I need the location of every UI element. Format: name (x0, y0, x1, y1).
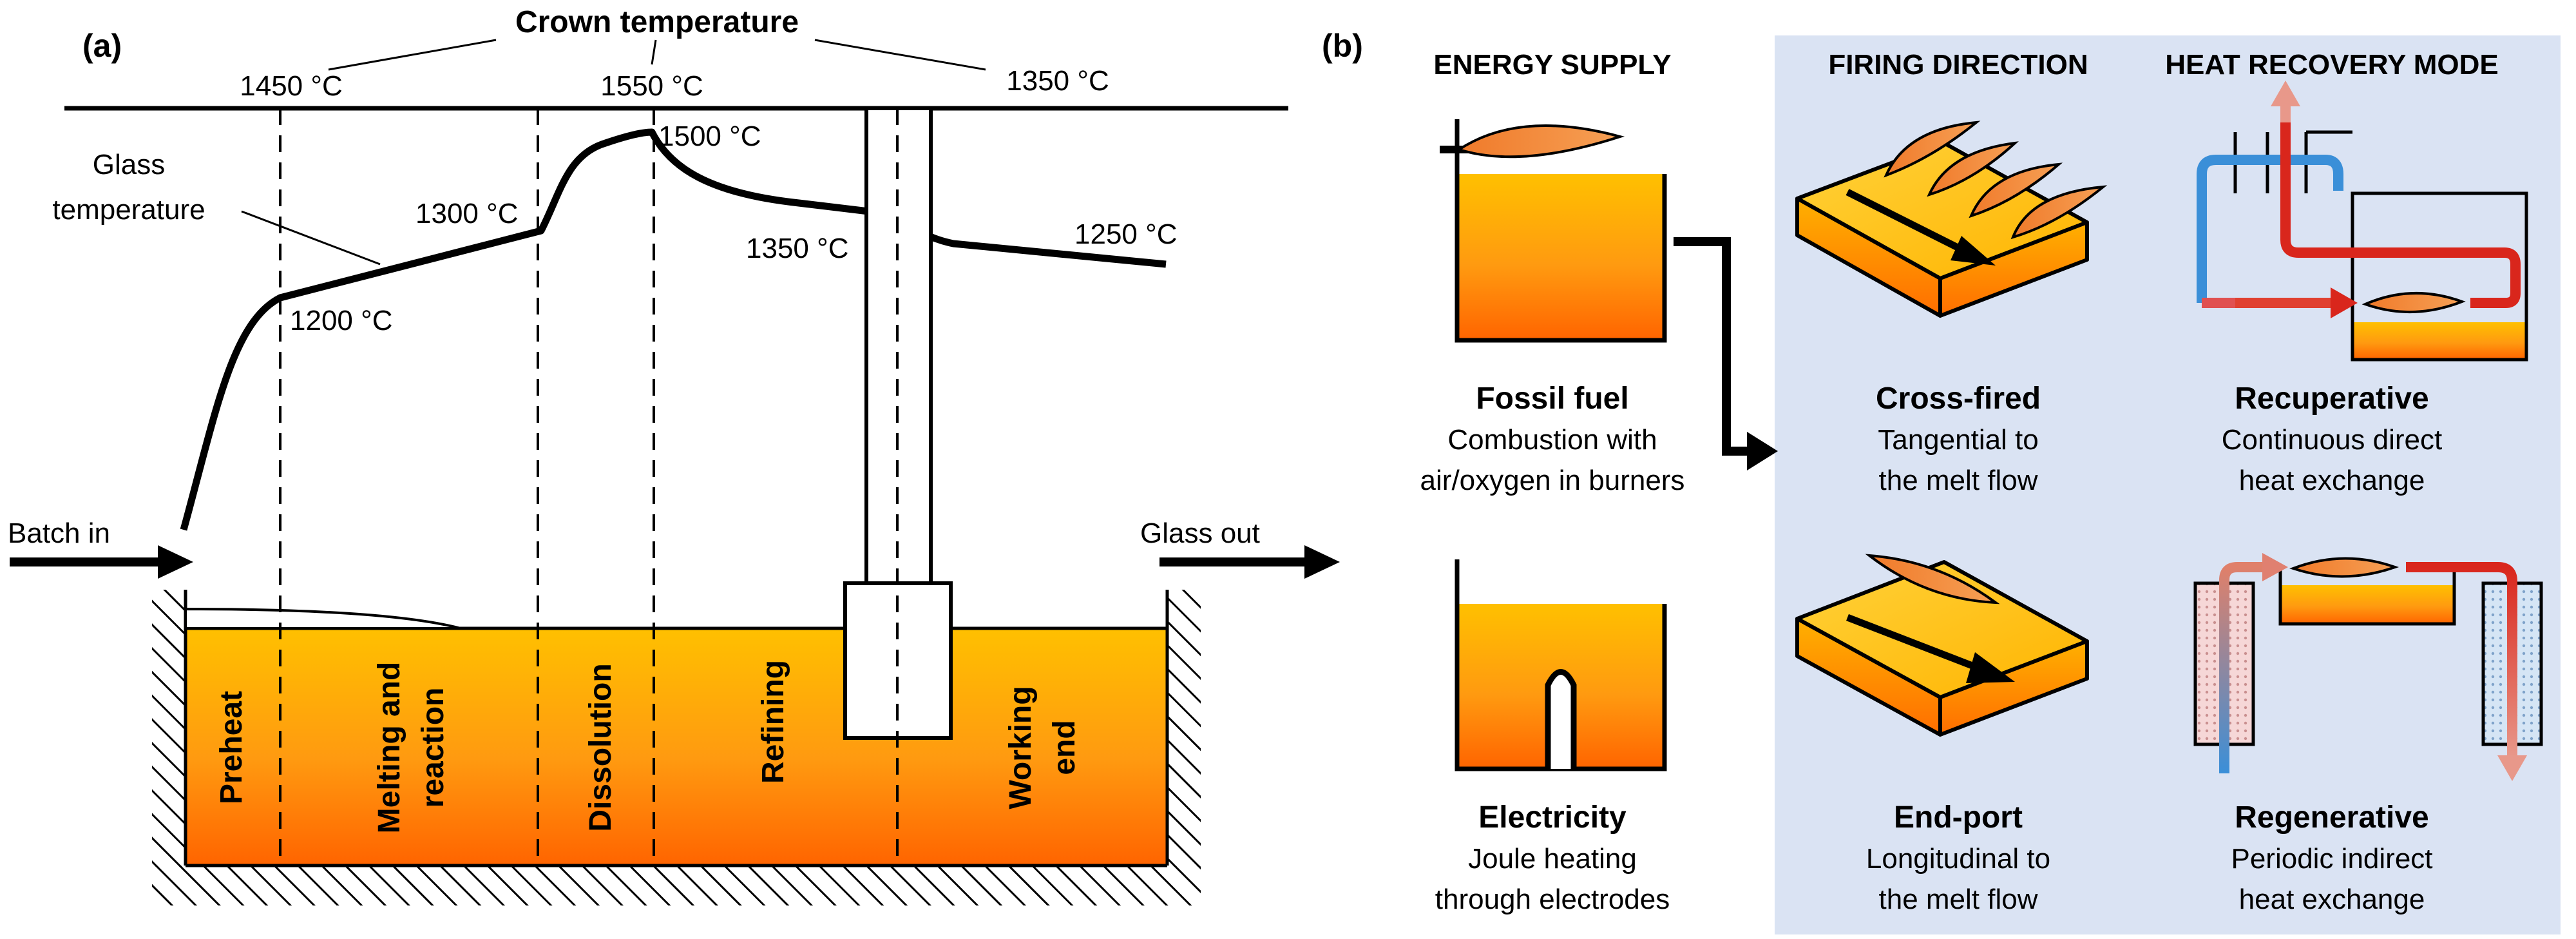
electricity-desc-1: Joule heating (1468, 843, 1637, 875)
cross-fired-desc-1: Tangential to (1878, 424, 2039, 456)
zone-refining: Refining (756, 660, 790, 784)
glass-temp-label-1: Glass (93, 149, 165, 180)
glass-temp-label-2: temperature (52, 194, 205, 226)
panel-a-label: (a) (82, 28, 122, 64)
glass-temp-1300: 1300 °C (415, 198, 518, 229)
zone-dissolution: Dissolution (584, 663, 618, 831)
panel-b: (b) ENERGY SUPPLY FIRING DIRECTION HEAT … (1322, 28, 2561, 934)
crown-pointer-right (814, 39, 986, 71)
glass-temp-1200: 1200 °C (290, 305, 392, 336)
energy-to-firing-arrow (1674, 237, 1749, 456)
glass-melt (186, 628, 1167, 866)
zone-separators (279, 108, 899, 866)
batch-in-arrowhead (158, 545, 193, 579)
glass-out-label: Glass out (1140, 518, 1260, 549)
end-port-title: End-port (1894, 800, 2023, 835)
fossil-fuel-desc-1: Combustion with (1447, 424, 1657, 456)
panel-b-label: (b) (1322, 28, 1363, 64)
cross-fired-icon (1795, 121, 2108, 318)
zone-melting-2: reaction (416, 688, 450, 808)
header-heat-recovery: HEAT RECOVERY MODE (2165, 49, 2498, 81)
regenerative-desc-2: heat exchange (2239, 884, 2425, 915)
glass-temp-pointer (241, 210, 381, 266)
batch-blanket (184, 607, 461, 630)
header-energy-supply: ENERGY SUPPLY (1433, 49, 1671, 81)
riser-stack (864, 106, 933, 587)
electricity-icon (1455, 559, 1667, 771)
end-port-desc-2: the melt flow (1879, 884, 2038, 915)
right-wall (1167, 590, 1201, 867)
regenerative-title: Regenerative (2235, 800, 2428, 835)
zone-working-2: end (1047, 720, 1082, 775)
zone-melting-1: Melting and (372, 662, 406, 834)
crown-temp-1: 1450 °C (240, 70, 342, 102)
regenerative-desc-1: Periodic indirect (2231, 843, 2432, 875)
zone-working-1: Working (1004, 686, 1038, 809)
left-wall (152, 590, 186, 867)
fossil-fuel-title: Fossil fuel (1476, 382, 1628, 416)
crown-temp-2: 1550 °C (600, 70, 703, 102)
batch-in-label: Batch in (8, 518, 110, 549)
electricity-title: Electricity (1478, 800, 1627, 835)
glass-temp-1350: 1350 °C (746, 233, 848, 264)
energy-to-firing-arrowhead (1747, 432, 1778, 470)
panel-a: (a) Crown temperature 1450 °C 1550 °C 13… (8, 5, 1340, 905)
cross-fired-title: Cross-fired (1876, 382, 2041, 416)
recuperative-desc-2: heat exchange (2239, 465, 2425, 496)
glass-out-arrowhead (1304, 545, 1340, 579)
header-firing-direction: FIRING DIRECTION (1828, 49, 2088, 81)
crown-temp-3: 1350 °C (1006, 65, 1109, 97)
fossil-fuel-icon (1440, 119, 1667, 343)
end-port-desc-1: Longitudinal to (1866, 843, 2050, 875)
crown-pointer-left (328, 39, 497, 71)
recuperative-icon (2197, 81, 2528, 362)
crown-pointer-mid (651, 39, 657, 65)
regenerative-icon (2193, 553, 2543, 781)
crown-temperature-title: Crown temperature (515, 5, 799, 39)
recuperative-title: Recuperative (2235, 382, 2428, 416)
fossil-fuel-desc-2: air/oxygen in burners (1420, 465, 1685, 496)
zone-preheat: Preheat (215, 691, 249, 804)
electricity-desc-2: through electrodes (1435, 884, 1670, 915)
furnace-floor (152, 866, 1201, 905)
glass-temp-1250: 1250 °C (1074, 218, 1177, 250)
recuperative-desc-1: Continuous direct (2222, 424, 2442, 456)
end-port-icon (1795, 554, 2089, 737)
cross-fired-desc-2: the melt flow (1879, 465, 2038, 496)
glass-temp-1500: 1500 °C (658, 121, 761, 152)
